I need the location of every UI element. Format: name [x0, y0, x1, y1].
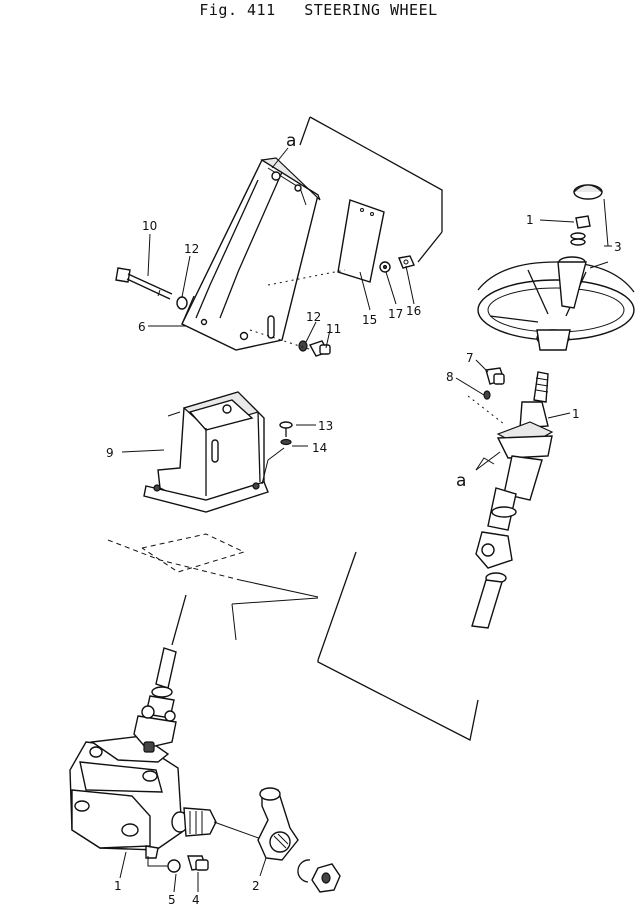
callout-16: 16 [406, 304, 421, 318]
callout-7: 7 [466, 351, 474, 365]
callout-10: 10 [142, 219, 157, 233]
callout-3-bracket-bottom [589, 261, 609, 269]
callout-3: 3 [614, 240, 622, 254]
washer-12-b [298, 340, 308, 352]
washer-14 [280, 438, 292, 446]
horn-cap [573, 184, 603, 200]
bracket-6 [181, 157, 321, 351]
cab-frame-outline [299, 116, 479, 741]
ref-a-top-leader [271, 147, 289, 169]
callout-3-bracket-top [603, 198, 609, 247]
pitman-arm-2 [257, 787, 299, 861]
steering-wheel-3 [477, 256, 635, 351]
figure-title: Fig. 411 STEERING WHEEL [199, 1, 438, 19]
washer-8 [483, 390, 491, 400]
steering-gearbox-1 [69, 735, 217, 859]
snap-ring [297, 859, 311, 883]
bolt-11-axis [249, 329, 313, 351]
plate-15-axis [267, 269, 346, 286]
callout-2: 2 [252, 879, 260, 893]
bolt-7-axis [467, 395, 505, 425]
nut-16 [398, 255, 415, 269]
gearbox-output-axis [213, 821, 265, 841]
callout-12-b: 12 [306, 310, 321, 324]
horn-parts-1 [570, 215, 591, 246]
plate-15 [337, 199, 385, 283]
lower-universal-joint [133, 647, 177, 753]
column-lower-axis [171, 594, 187, 646]
callout-9: 9 [106, 446, 114, 460]
callout-13: 13 [318, 419, 333, 433]
callout-14: 14 [312, 441, 327, 455]
column-flange-mark [475, 457, 495, 471]
callout-1-column: 1 [572, 407, 580, 421]
callout-6: 6 [138, 320, 146, 334]
washer-5 [167, 859, 181, 873]
callout-1-gearbox: 1 [114, 879, 122, 893]
cover-9 [143, 391, 269, 513]
bolt-10 [115, 267, 173, 300]
washer-17-hole [382, 264, 388, 270]
cab-floor [107, 533, 319, 641]
nut-c [311, 863, 341, 893]
steering-column-1 [471, 371, 554, 629]
callout-15: 15 [362, 313, 377, 327]
callout-5: 5 [168, 893, 176, 907]
bolt-7 [485, 367, 505, 385]
leader-lines [119, 219, 612, 893]
screw-13 [279, 421, 293, 437]
callout-12-a: 12 [184, 242, 199, 256]
callout-17: 17 [388, 307, 403, 321]
bolt-4-axis [147, 856, 168, 867]
callout-4: 4 [192, 893, 200, 907]
washer-12-a [176, 296, 188, 310]
callout-8: 8 [446, 370, 454, 384]
callout-11: 11 [326, 322, 341, 336]
callout-1-top: 1 [526, 213, 534, 227]
ref-a-col-leader [475, 451, 501, 471]
reference-a-top: a [286, 131, 296, 151]
bolt-11 [308, 340, 331, 357]
bolt-4 [187, 855, 209, 871]
screw-13-axis [261, 447, 285, 485]
reference-a-column: a [456, 471, 466, 491]
